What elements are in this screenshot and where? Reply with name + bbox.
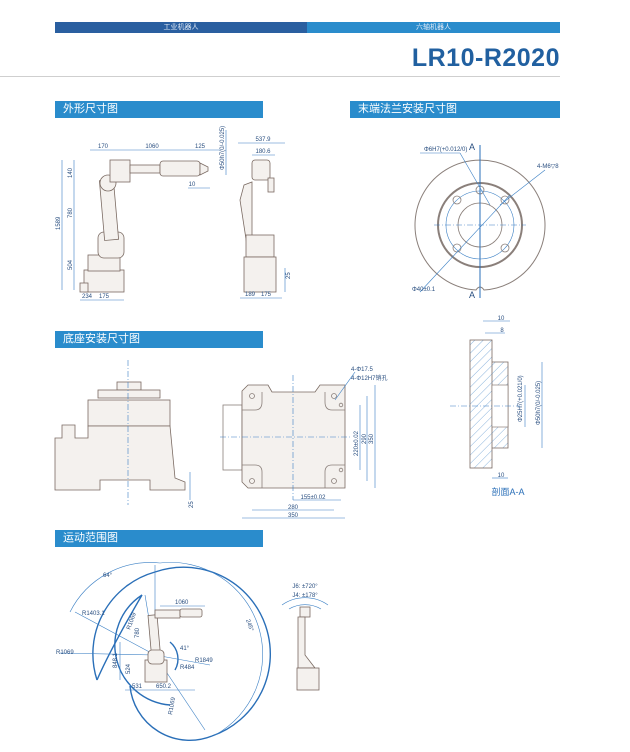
dim-125: 125 xyxy=(195,144,206,150)
dim-aa-10-bottom: 10 xyxy=(498,473,505,479)
dim-base-25: 25 xyxy=(189,501,195,508)
dim-m6-holes: 4-M6▽8 xyxy=(537,164,559,170)
motion-dim-848-1: 848.1 xyxy=(113,652,119,668)
dim-25: 25 xyxy=(286,272,292,279)
motion-dim-650-2: 650.2 xyxy=(156,684,172,690)
motion-dim-1060: 1060 xyxy=(175,600,189,606)
category-tab-six-axis-robot: 六轴机器人 xyxy=(307,22,560,33)
dim-189: 189 xyxy=(245,292,256,298)
radius-1069-left: R1069 xyxy=(56,650,74,656)
angle-245: 245° xyxy=(244,619,254,633)
robot-side-view-drawing xyxy=(79,159,209,293)
radius-484: R484 xyxy=(180,665,195,671)
dim-220: 220±0.02 xyxy=(354,430,360,456)
dim-4-phi12-pins: 4-Φ12H7销孔 xyxy=(351,374,387,382)
category-tab-industrial-robot: 工业机器人 xyxy=(55,22,307,33)
dim-504: 504 xyxy=(68,259,74,270)
dim-170: 170 xyxy=(98,144,109,150)
flange-drawing xyxy=(414,145,546,298)
dim-234: 234 xyxy=(82,294,93,300)
section-header-motion: 运动范围图 xyxy=(55,530,263,547)
dim-aa-phi25: Φ25H7(+0.021/0) xyxy=(518,375,524,422)
dim-phi50-shaft: Φ50h7(0/-0.025) xyxy=(220,126,226,170)
dim-aa-10-top: 10 xyxy=(498,316,505,322)
section-mark-a-bottom: A xyxy=(469,290,475,300)
radius-1069-lower: R1069 xyxy=(168,696,177,715)
section-mark-a-top: A xyxy=(469,142,475,152)
model-title: LR10-R2020 xyxy=(411,44,560,72)
robot-top-view-range-drawing xyxy=(281,597,329,691)
dim-phi6-pin: Φ6H7(+0.012/0) xyxy=(424,147,467,153)
outline-dimension-lines xyxy=(61,130,286,301)
dim-10: 10 xyxy=(189,182,196,188)
motion-range-drawing xyxy=(59,562,272,741)
radius-1403-1: R1403.1 xyxy=(82,611,105,617)
motion-dim-531: 531 xyxy=(132,684,143,690)
section-a-a-caption: 剖面A-A xyxy=(491,486,524,497)
dim-1589: 1589 xyxy=(56,216,62,230)
section-header-flange: 末端法兰安装尺寸图 xyxy=(350,101,560,118)
section-header-outline: 外形尺寸图 xyxy=(55,101,263,118)
dim-350-vertical: 350 xyxy=(369,433,375,444)
dim-780: 780 xyxy=(68,207,74,218)
divider xyxy=(0,76,560,77)
dim-537-9: 537.9 xyxy=(255,137,271,143)
section-header-base: 底座安装尺寸图 xyxy=(55,331,263,348)
dim-4-phi17-5: 4-Φ17.5 xyxy=(351,367,373,373)
dim-140: 140 xyxy=(68,167,74,178)
dim-1060: 1060 xyxy=(145,144,159,150)
motion-dim-524: 524 xyxy=(126,663,132,674)
base-side-view-drawing xyxy=(54,360,191,505)
dim-350-horizontal: 350 xyxy=(288,513,299,519)
base-plan-view-drawing xyxy=(220,371,376,519)
dim-phi40-pcd: Φ40±0.1 xyxy=(412,287,436,293)
section-a-a-drawing xyxy=(450,320,543,479)
robot-front-view-drawing xyxy=(239,159,277,293)
angle-41: 41° xyxy=(180,646,190,652)
angle-64: 64° xyxy=(103,573,113,579)
radius-1849: R1849 xyxy=(195,658,213,664)
dim-180-6: 180.6 xyxy=(255,149,271,155)
dim-175-front: 175 xyxy=(261,292,272,298)
dim-aa-8: 8 xyxy=(500,328,504,334)
dim-280: 280 xyxy=(288,505,299,511)
joint-j4-range: J4: ±178° xyxy=(292,593,318,599)
joint-j6-range: J6: ±720° xyxy=(292,584,318,590)
motion-dim-780: 780 xyxy=(135,627,141,638)
radius-1069-upper: R1069 xyxy=(126,611,138,630)
dim-155: 155±0.02 xyxy=(301,495,327,501)
dim-290: 290 xyxy=(362,433,368,444)
dim-aa-phi50: Φ50h7(0/-0.025) xyxy=(536,381,542,425)
dim-175: 175 xyxy=(99,294,110,300)
